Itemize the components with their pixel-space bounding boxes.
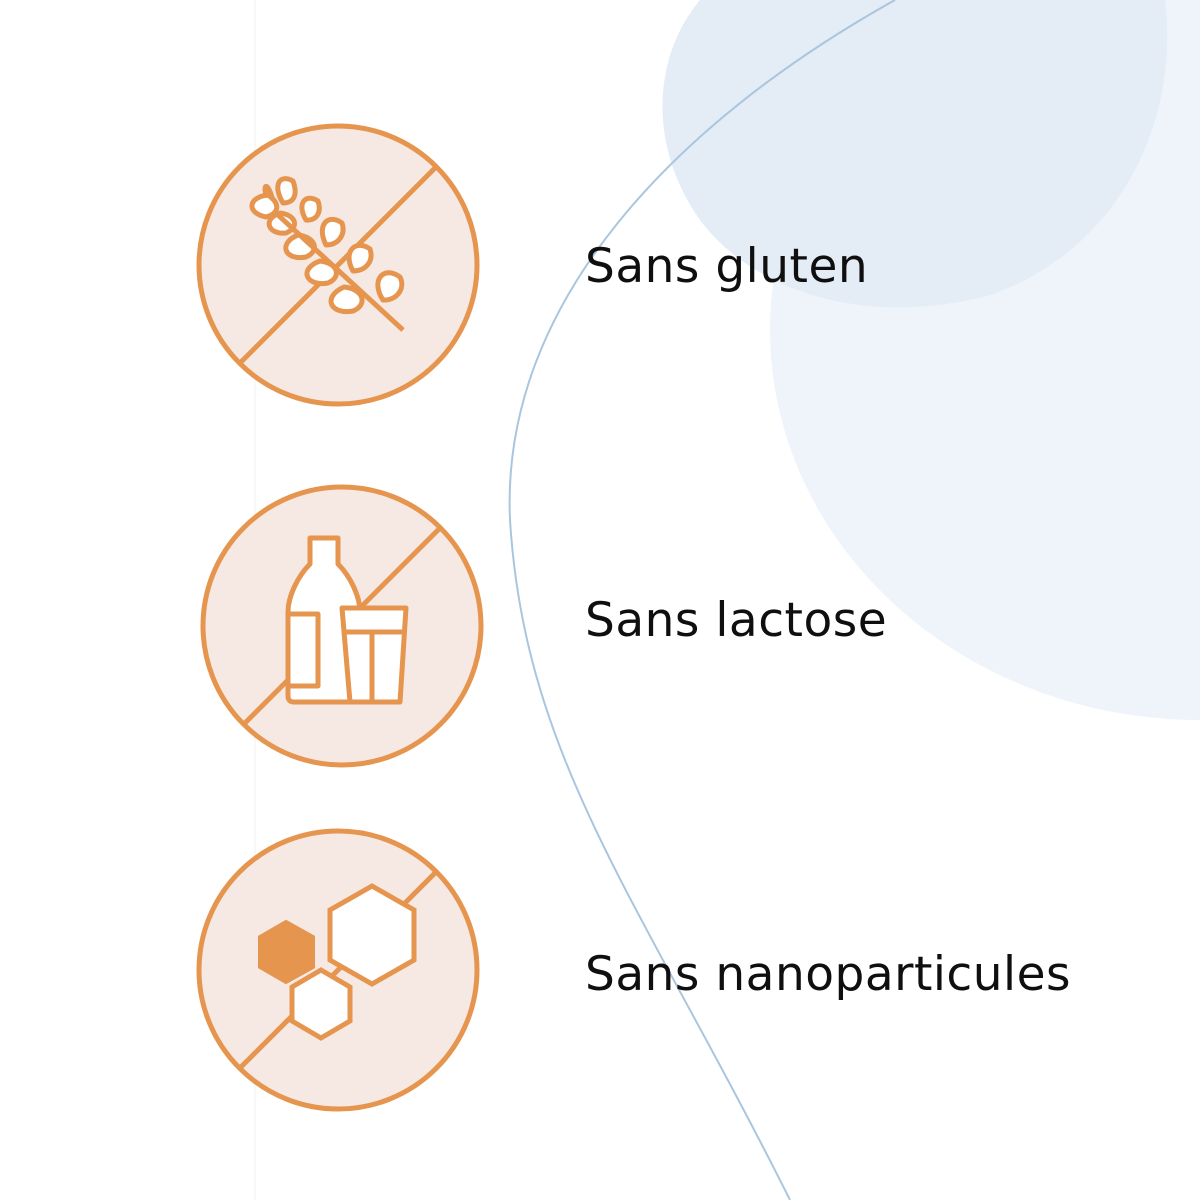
badge-label-lactose: Sans lactose [585, 593, 888, 648]
badge-nanoparticle-free [188, 820, 488, 1120]
badge-lactose-free [192, 476, 492, 776]
badge-label-gluten: Sans gluten [585, 239, 869, 294]
decor-blob-blue [662, 0, 1168, 308]
wheat-icon [196, 123, 480, 407]
badge-label-nanoparticles: Sans nanoparticules [585, 947, 1072, 1002]
decor-thin-arc [508, 0, 896, 1200]
milk-bottle-glass-icon [200, 484, 484, 768]
badge-gluten-free [188, 115, 488, 415]
hexagon-particles-icon [196, 828, 480, 1112]
